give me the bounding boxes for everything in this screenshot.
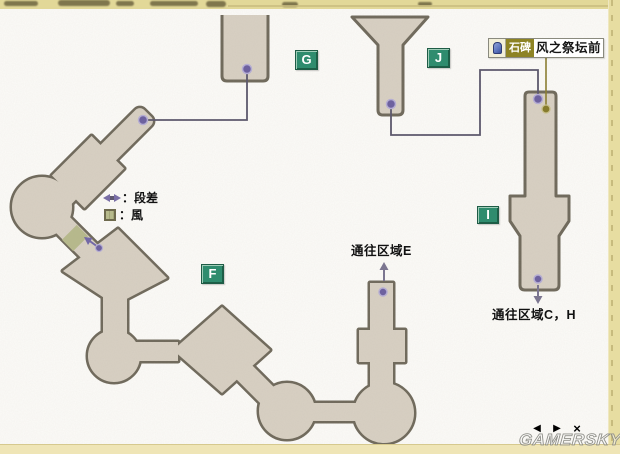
route-label-area-ch: 通往区域C，H — [492, 308, 577, 322]
area-label-j: J — [427, 48, 450, 68]
stone-monument-label: 石碑 风之祭坛前 — [488, 38, 605, 58]
legend-wind-label: ：風 — [119, 208, 144, 222]
area-label-g: G — [295, 50, 318, 70]
legend-step-item: ：段差 — [102, 190, 158, 205]
gamersky-watermark: GAMERSKY — [518, 430, 620, 449]
image-viewer-nav: ◀ ▶ × — [531, 421, 583, 436]
close-button[interactable]: × — [573, 421, 581, 436]
prev-image-button[interactable]: ◀ — [533, 423, 541, 434]
stone-label-category: 石碑 — [506, 39, 534, 57]
wind-tile-icon — [104, 208, 116, 221]
legend-wind-item: ：風 — [102, 207, 158, 222]
route-label-area-e: 通往区域E — [351, 244, 412, 258]
page-top-edge — [0, 0, 620, 9]
legend-step-label: ：段差 — [122, 191, 159, 205]
stone-monument-icon — [489, 39, 506, 57]
stone-label-name: 风之祭坛前 — [536, 41, 602, 55]
page-bottom-edge — [0, 444, 620, 454]
area-label-f: F — [201, 264, 224, 284]
map-legend: ：段差 ：風 — [102, 190, 158, 224]
page-right-edge — [608, 0, 620, 454]
next-image-button[interactable]: ▶ — [553, 423, 561, 434]
area-label-i: I — [477, 206, 499, 224]
step-marker-icon — [103, 193, 121, 202]
